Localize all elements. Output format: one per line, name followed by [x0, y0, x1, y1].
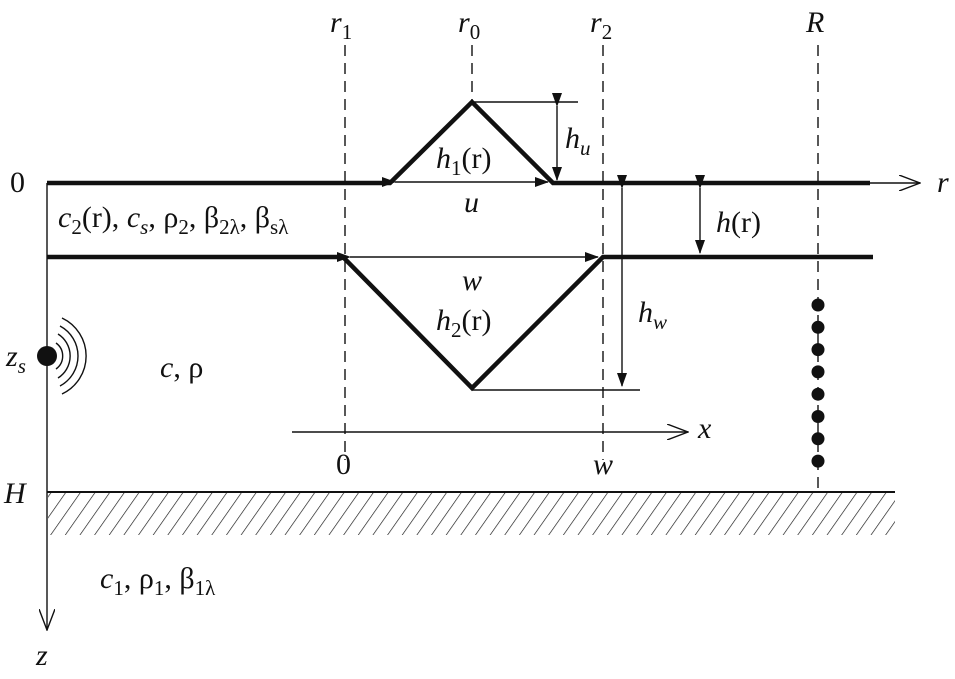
interface-with-trough [47, 254, 873, 392]
receiver-dot [811, 432, 825, 446]
label-x-zero: 0 [336, 448, 351, 481]
layer-parameters-label: c2(r), cs, ρ2, β2λ, βsλ [58, 201, 289, 239]
bottom-parameters-label: c1, ρ1, β1λ [100, 562, 216, 600]
label-x: x [697, 412, 712, 445]
label-h1: h1(r) [436, 142, 491, 180]
receiver-dot [811, 298, 825, 312]
receiver-dot [811, 387, 825, 401]
receiver-dot [811, 320, 825, 334]
label-zs: zs [5, 340, 26, 378]
label-r2: r2 [590, 6, 612, 44]
source-wave-arcs-icon [55, 317, 87, 395]
label-hr: h(r) [716, 206, 761, 239]
label-z: z [35, 639, 48, 672]
receiver-dot [811, 343, 825, 357]
label-r0: r0 [458, 6, 480, 44]
label-r1: r1 [330, 6, 352, 44]
label-hw: hw [638, 296, 667, 334]
label-h2: h2(r) [436, 304, 491, 342]
receiver-dot [811, 410, 825, 423]
label-w: w [462, 264, 482, 297]
label-H: H [3, 477, 28, 510]
receiver-array [811, 298, 825, 468]
label-hu: hu [565, 122, 591, 160]
label-u: u [464, 186, 479, 219]
receiver-dot [811, 454, 825, 468]
label-zero-depth: 0 [10, 166, 25, 199]
seabed-hatching [48, 493, 895, 535]
water-parameters-label: c, ρ [160, 351, 203, 384]
label-r: r [937, 166, 949, 199]
receiver-dot [811, 365, 825, 379]
label-x-w: w [593, 448, 613, 481]
source-icon [37, 346, 57, 366]
label-R: R [805, 6, 824, 39]
